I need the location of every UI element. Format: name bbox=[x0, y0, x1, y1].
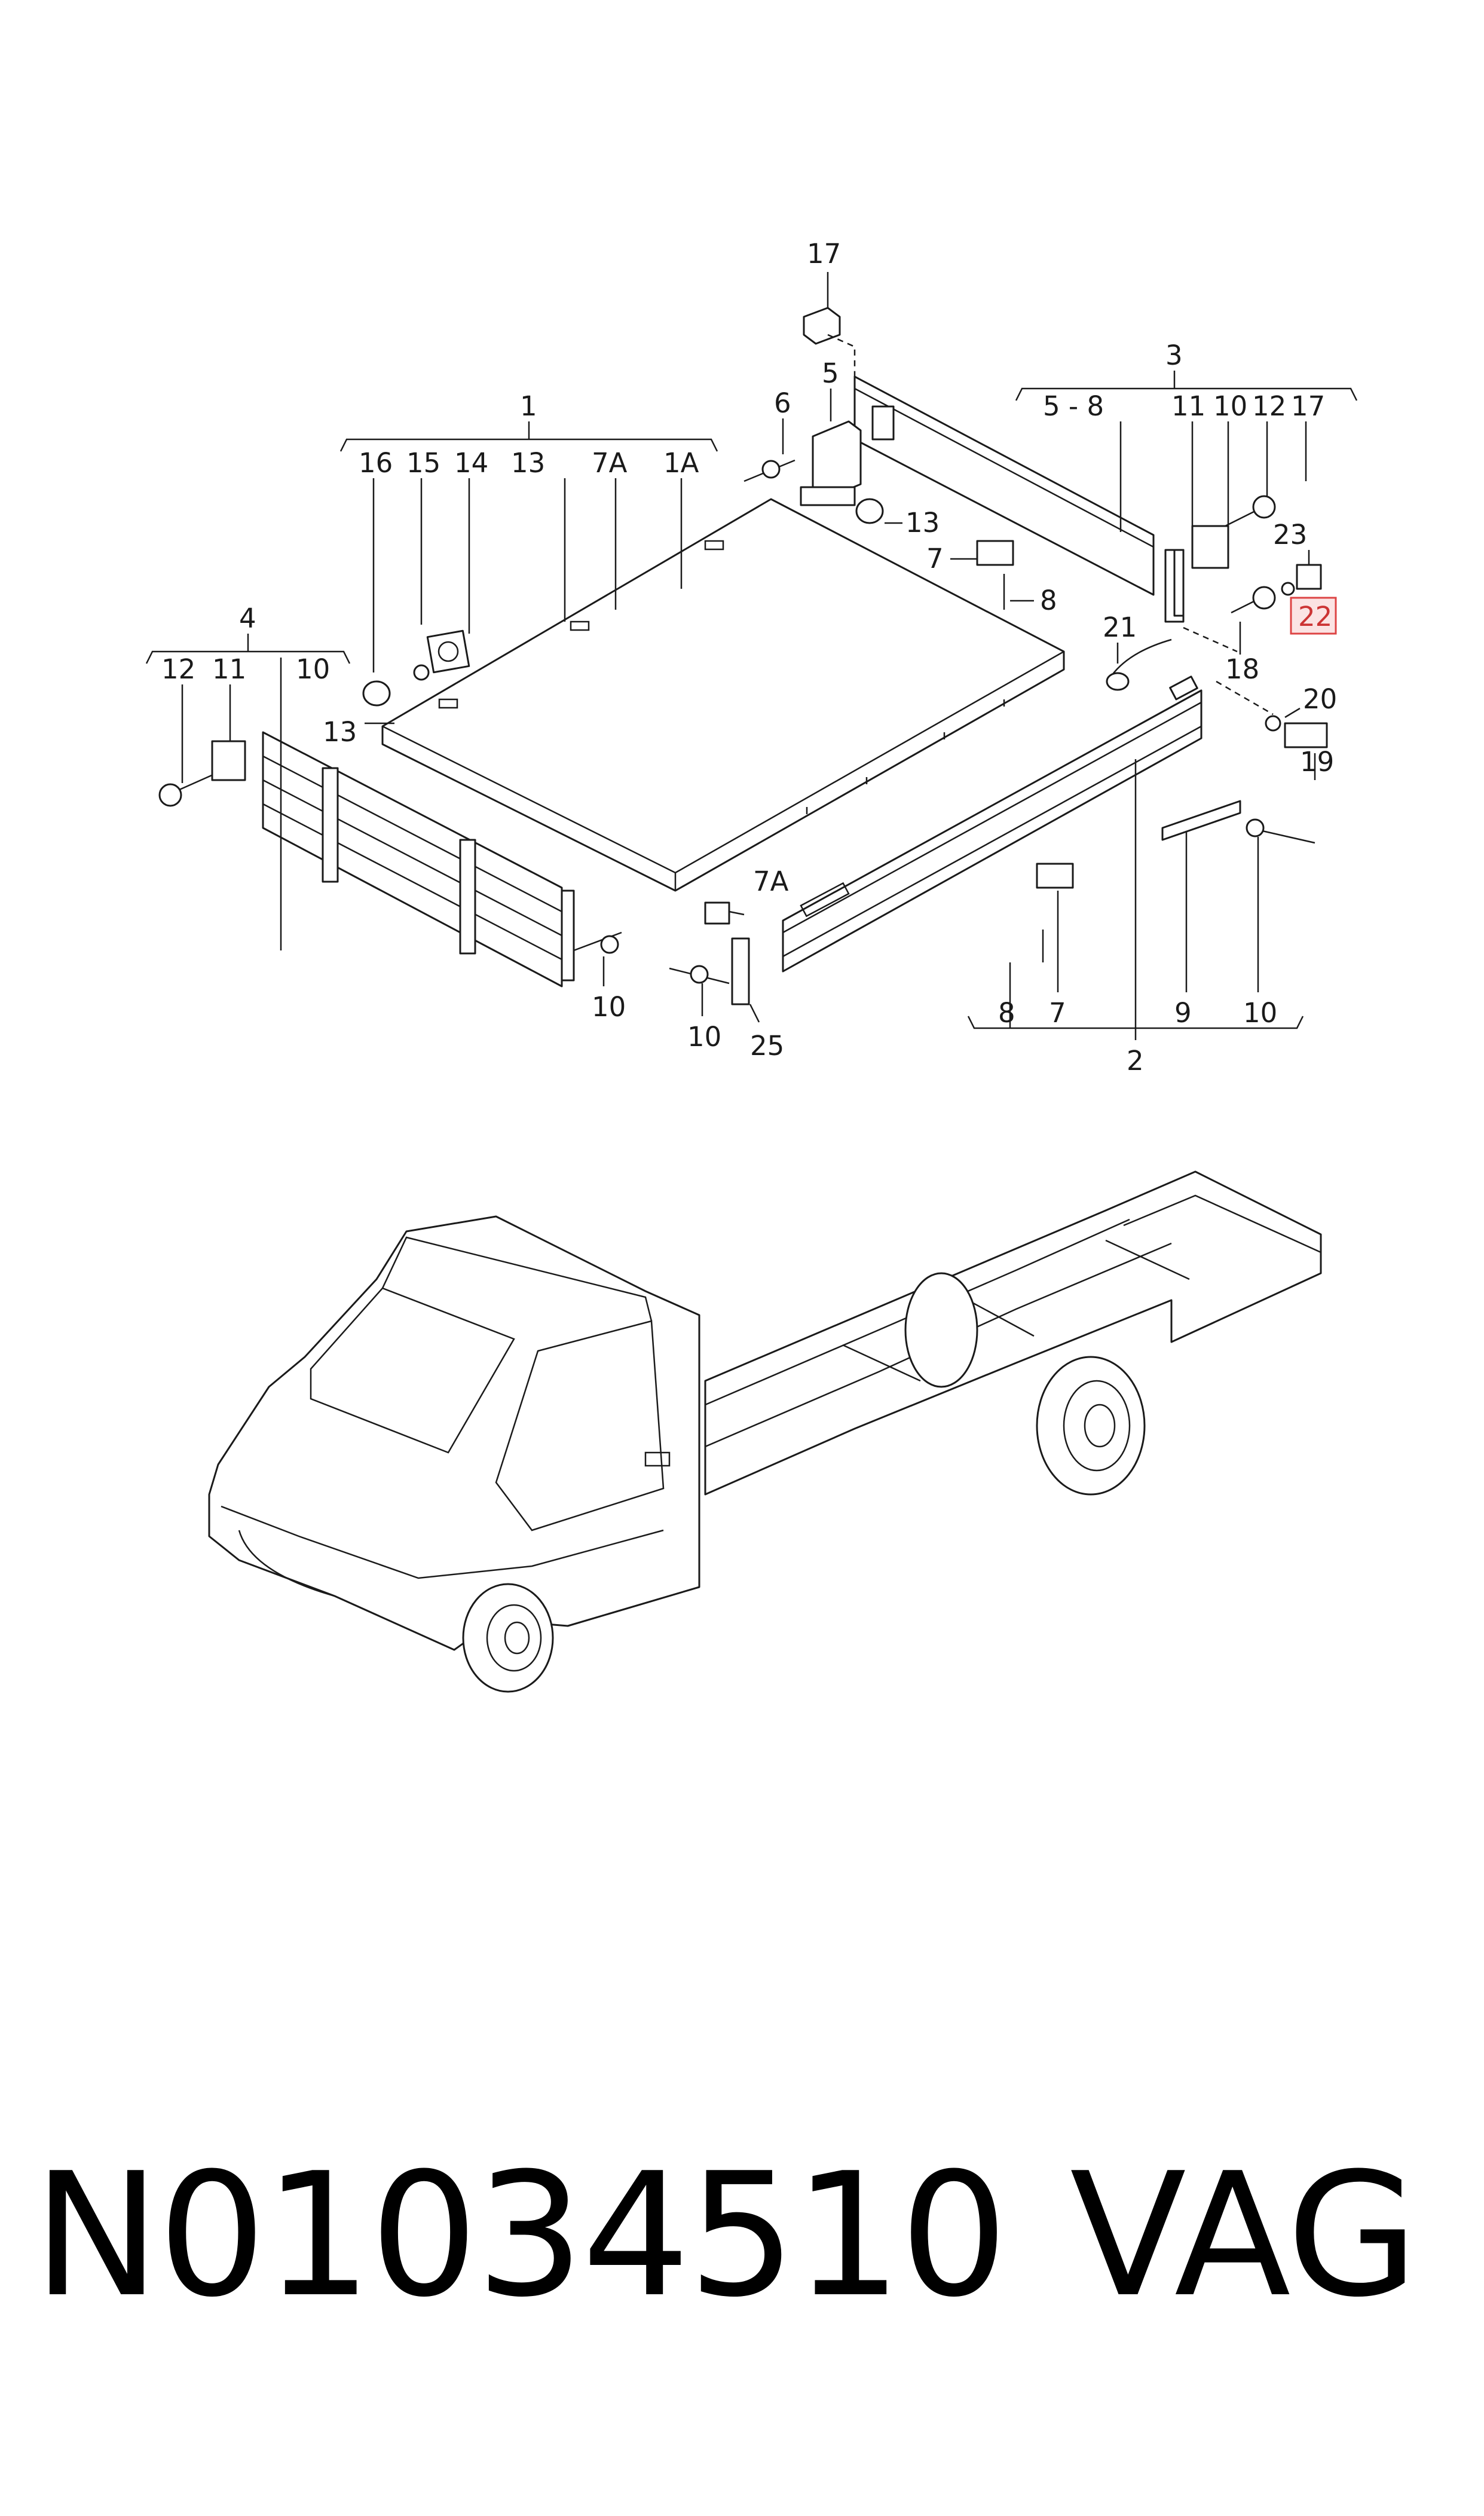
callout-2: 2 bbox=[1127, 1045, 1144, 1077]
callout-4: 4 bbox=[239, 603, 256, 634]
callout-12-right: 12 bbox=[1252, 390, 1286, 422]
callout-15: 15 bbox=[406, 447, 440, 479]
callout-13-a: 13 bbox=[511, 447, 545, 479]
callout-13-c: 13 bbox=[323, 716, 357, 748]
callout-1a: 1A bbox=[663, 447, 699, 479]
callout-11-left: 11 bbox=[212, 653, 246, 685]
callout-7-b: 7 bbox=[1049, 997, 1066, 1029]
callout-7-a: 7 bbox=[926, 543, 944, 574]
callout-10-d: 10 bbox=[1243, 997, 1277, 1029]
callout-5-8: 5 - 8 bbox=[1043, 390, 1104, 422]
callout-8-a: 8 bbox=[1040, 585, 1057, 616]
callout-5: 5 bbox=[822, 357, 839, 389]
callout-16: 16 bbox=[359, 447, 393, 479]
callout-8-b: 8 bbox=[998, 997, 1015, 1029]
callout-23: 23 bbox=[1273, 519, 1307, 551]
callout-10-left: 10 bbox=[296, 653, 330, 685]
hardware-parts bbox=[158, 307, 1328, 1005]
callout-17-top: 17 bbox=[807, 238, 841, 270]
part-number: N01034510 bbox=[33, 2136, 1008, 2335]
callout-17-right: 17 bbox=[1291, 390, 1325, 422]
callout-13-b: 13 bbox=[905, 507, 940, 539]
callout-20: 20 bbox=[1303, 683, 1337, 715]
callout-7a-b: 7A bbox=[753, 866, 789, 897]
callout-3: 3 bbox=[1165, 340, 1183, 371]
parts-diagram: 17 3 5 - 8 11 10 12 17 5 6 1 16 15 14 13… bbox=[145, 238, 1358, 1693]
callout-6: 6 bbox=[774, 387, 791, 419]
callout-22-highlight bbox=[1290, 597, 1337, 635]
callout-21: 21 bbox=[1103, 612, 1137, 643]
callout-7a-a: 7A bbox=[592, 447, 628, 479]
callout-10-right: 10 bbox=[1213, 390, 1247, 422]
callout-10-b: 10 bbox=[592, 991, 626, 1023]
callout-22: 22 bbox=[1298, 601, 1332, 632]
callout-11-right: 11 bbox=[1171, 390, 1205, 422]
callout-12-left: 12 bbox=[161, 653, 195, 685]
leader-lines bbox=[145, 272, 1358, 1040]
callout-19: 19 bbox=[1300, 746, 1334, 778]
footer: N01034510 VAG bbox=[0, 2128, 1484, 2343]
side-board-left bbox=[262, 731, 575, 988]
callout-25: 25 bbox=[750, 1030, 784, 1062]
callout-labels: 17 3 5 - 8 11 10 12 17 5 6 1 16 15 14 13… bbox=[161, 238, 1337, 1077]
floor-panel bbox=[381, 498, 1065, 892]
callout-10-c: 10 bbox=[687, 1021, 721, 1053]
callout-1: 1 bbox=[520, 390, 537, 422]
truck-chassis bbox=[208, 1170, 1322, 1693]
brand-name: VAG bbox=[1070, 2136, 1419, 2335]
callout-9: 9 bbox=[1174, 997, 1192, 1029]
callout-18: 18 bbox=[1225, 653, 1259, 685]
callout-14: 14 bbox=[454, 447, 488, 479]
side-board-right bbox=[782, 675, 1203, 973]
side-board-top bbox=[853, 375, 1185, 623]
